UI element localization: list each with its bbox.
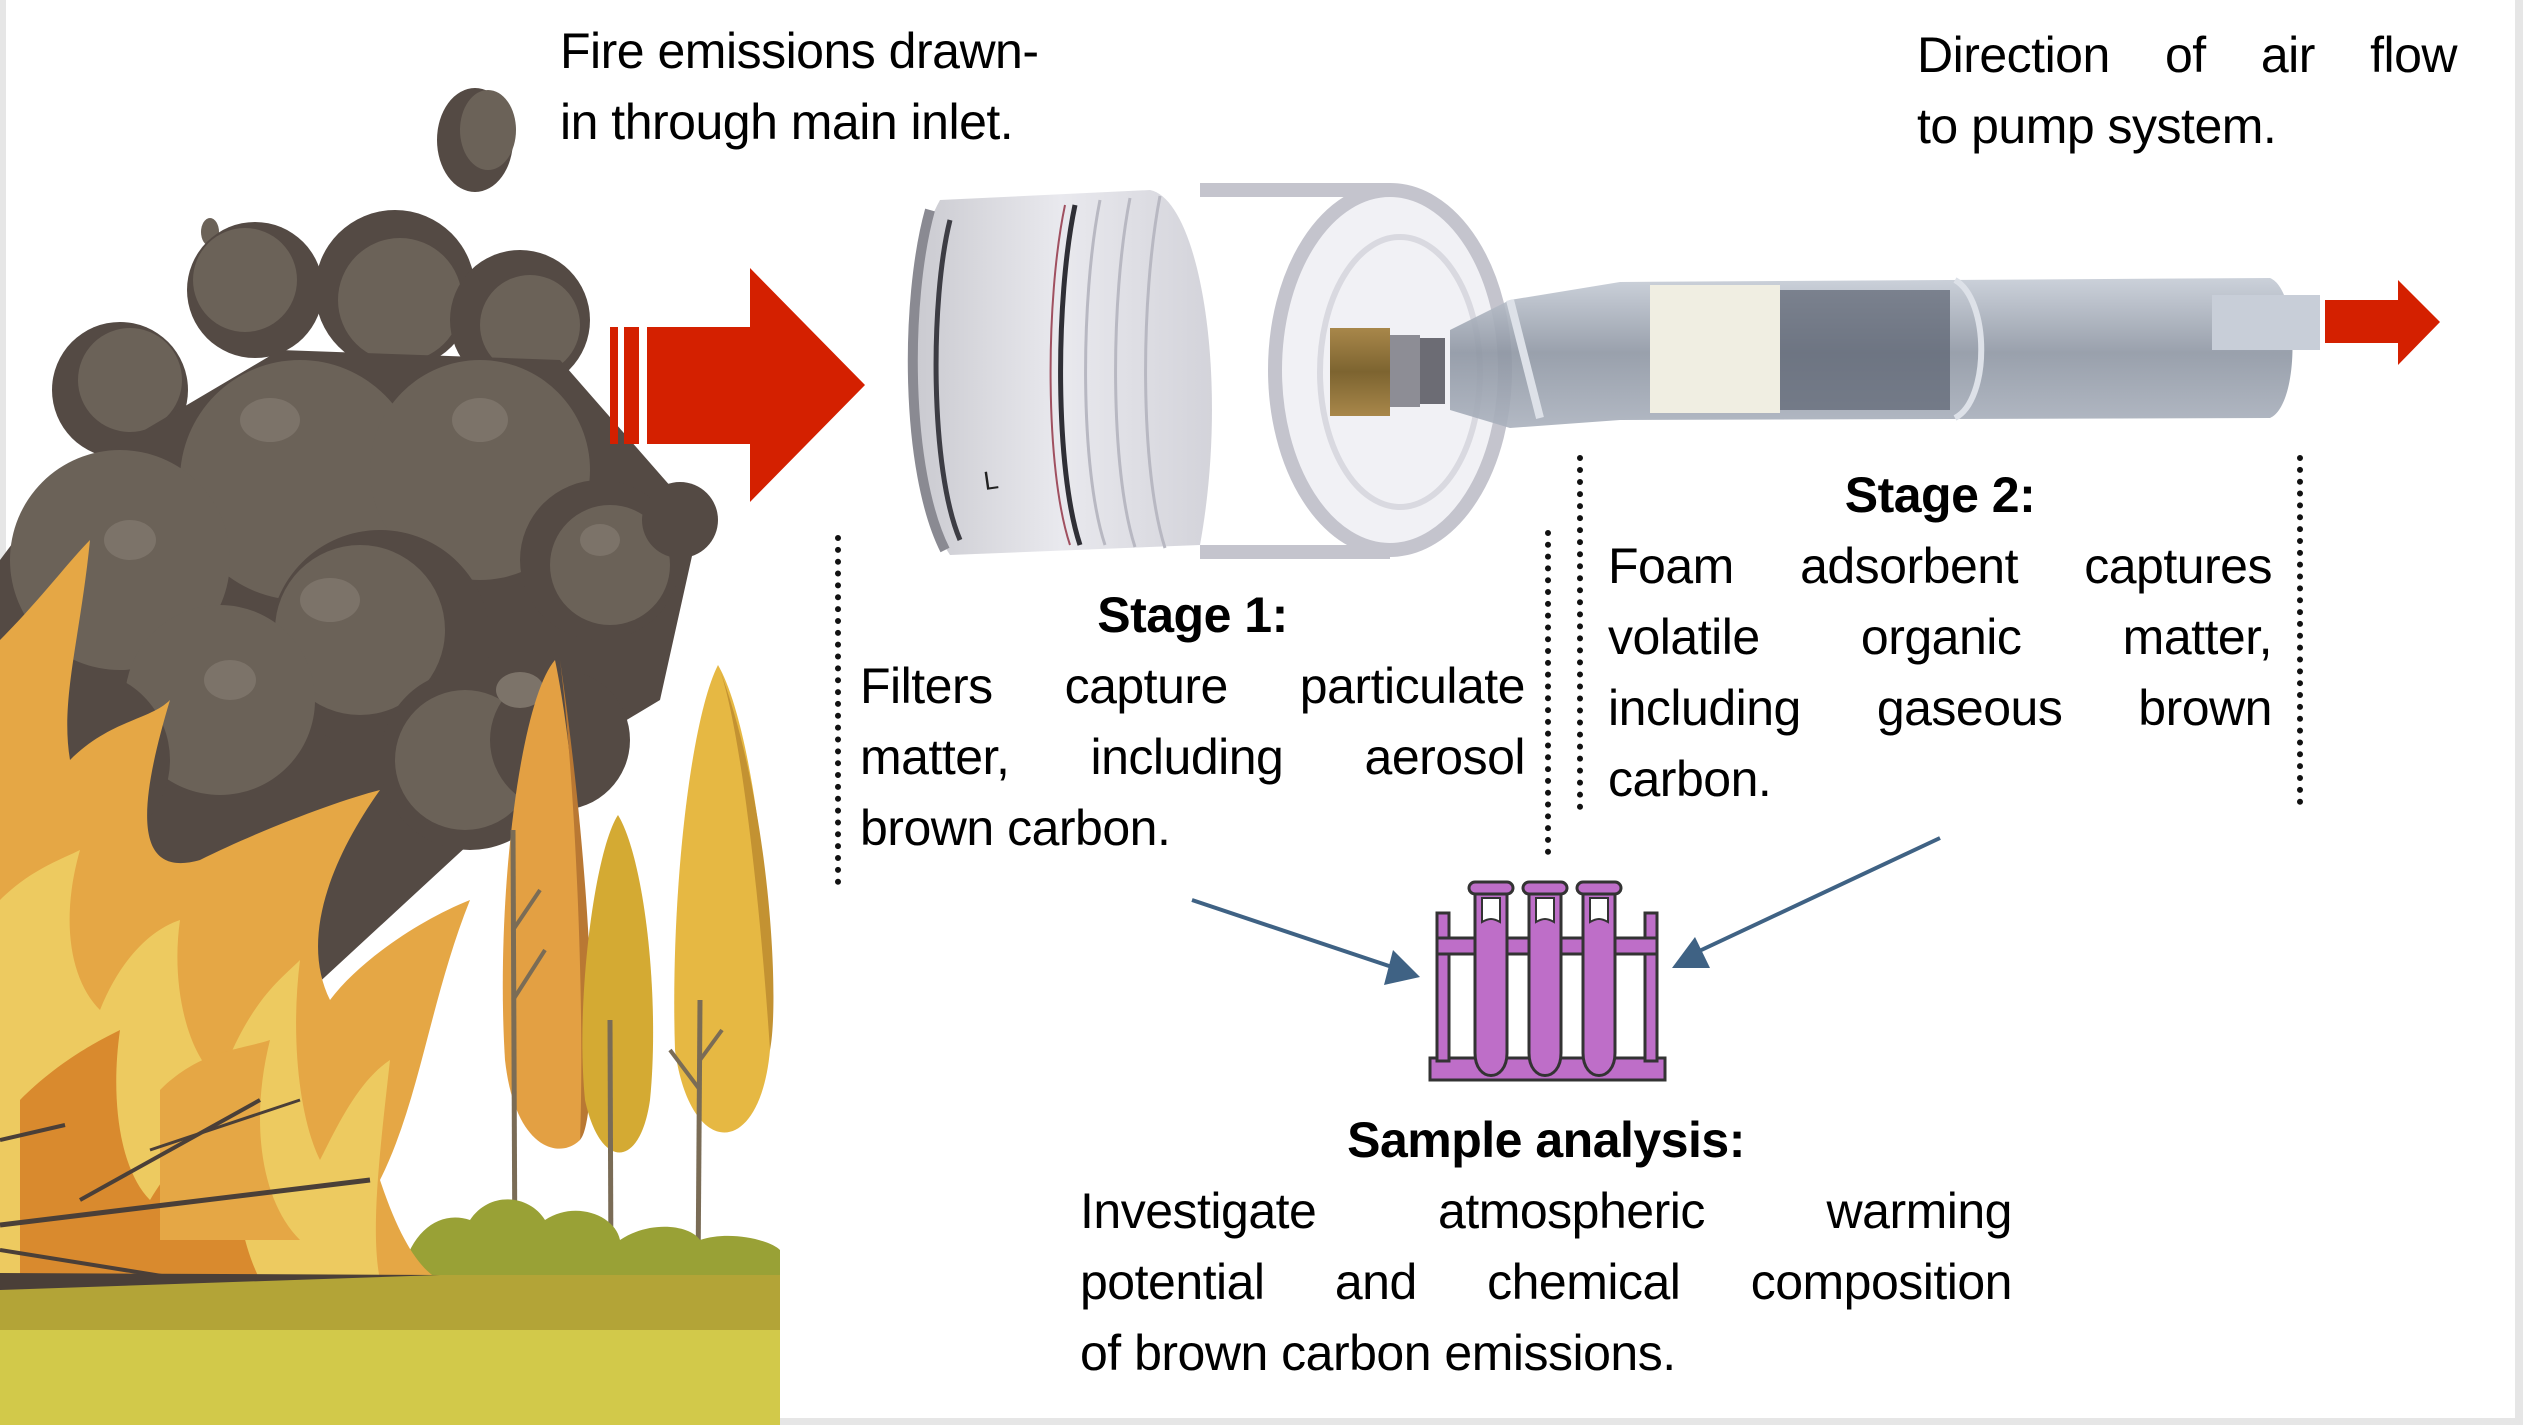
analysis-heading: Sample analysis: — [1347, 1112, 1745, 1168]
stage2-block: Stage 2: Foam adsorbent captures volatil… — [1608, 460, 2273, 815]
airflow-caption-line: to pump system. — [1917, 98, 2277, 154]
stage1-line: matter, including aerosol — [860, 729, 1526, 785]
bushes — [400, 1199, 780, 1290]
stage1-heading: Stage 1: — [1097, 587, 1288, 643]
inlet-caption: Fire emissions drawn- in through main in… — [560, 16, 1160, 158]
foam-cartridge — [1450, 277, 2320, 428]
analysis-line: Investigate atmospheric warming — [1080, 1183, 2013, 1239]
stage1-block: Stage 1: Filters capture particulate mat… — [860, 580, 1526, 864]
stage2-right-divider — [2297, 455, 2303, 805]
analysis-line: potential and chemical composition — [1080, 1254, 2013, 1310]
stage1-left-divider — [835, 535, 841, 885]
stage1-line: brown carbon. — [860, 800, 1171, 856]
inlet-caption-line: Fire emissions drawn- — [560, 23, 1039, 79]
stage2-heading: Stage 2: — [1844, 467, 2036, 523]
bottom-border — [0, 1418, 2523, 1425]
airflow-caption: Direction of air flow to pump system. — [1917, 20, 2458, 162]
stage1-line: Filters capture particulate — [860, 658, 1526, 714]
ground — [0, 1273, 780, 1425]
stage2-line: volatile organic matter, — [1608, 609, 2273, 665]
analysis-block: Sample analysis: Investigate atmospheric… — [1080, 1105, 2013, 1389]
stage1-right-divider — [1545, 530, 1551, 855]
airflow-caption-line: Direction of air flow — [1917, 27, 2458, 83]
brass-fitting — [1330, 328, 1445, 416]
stage1-pointer-arrow-icon — [1191, 898, 1420, 985]
stage2-line: including gaseous brown — [1608, 680, 2273, 736]
trees — [502, 660, 774, 1281]
filter-cassette: L — [907, 183, 1512, 559]
outlet-arrow-icon — [2325, 280, 2440, 365]
wildfire-illustration — [0, 88, 780, 1425]
inlet-caption-line: in through main inlet. — [560, 94, 1014, 150]
stage2-line: Foam adsorbent captures — [1608, 538, 2273, 594]
stage2-left-divider — [1577, 455, 1583, 810]
analysis-line: of brown carbon emissions. — [1080, 1325, 1676, 1381]
stage2-line: carbon. — [1608, 751, 1772, 807]
svg-text:L: L — [982, 464, 1001, 496]
stage2-pointer-arrow-icon — [1672, 836, 1941, 968]
test-tube-rack-icon — [1428, 880, 1667, 1082]
right-border — [2515, 0, 2523, 1425]
